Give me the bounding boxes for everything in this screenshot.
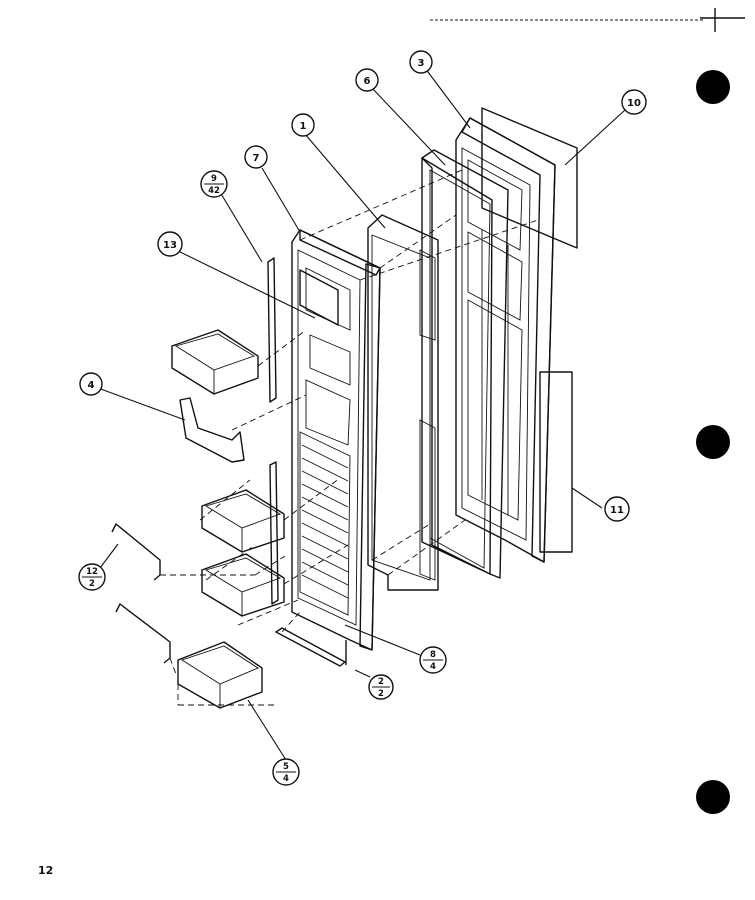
callout-1: 1 <box>291 113 315 137</box>
callout-10: 10 <box>621 89 647 115</box>
part-5-bin-2 <box>201 553 285 617</box>
svg-text:4: 4 <box>430 662 436 672</box>
assembly-dashed-lines <box>160 169 539 706</box>
part-5-bin-3 <box>177 641 263 709</box>
part-1-inner-liner <box>367 214 439 591</box>
callout-3: 3 <box>409 50 433 74</box>
svg-text:2: 2 <box>89 579 95 589</box>
callout-6: 6 <box>355 68 379 92</box>
svg-text:9: 9 <box>211 174 217 184</box>
callout-13: 13 <box>157 231 183 257</box>
svg-text:8: 8 <box>430 650 436 660</box>
punch-hole-top <box>696 70 730 104</box>
svg-text:12: 12 <box>86 567 98 577</box>
callout-12-2: 12 2 <box>78 563 106 591</box>
svg-text:6: 6 <box>364 76 371 87</box>
scan-edge-marks <box>430 8 745 32</box>
shelf-rack-lines <box>301 444 349 599</box>
part-9-trim-strip <box>267 257 279 605</box>
part-10-panel <box>481 107 578 249</box>
callout-9-42: 9 42 <box>200 170 228 198</box>
part-4-bin-upper <box>171 329 259 395</box>
svg-text:3: 3 <box>418 58 425 69</box>
part-12-retainer-rail-2 <box>115 603 171 664</box>
leader-lines <box>97 67 626 761</box>
callout-8-4: 8 4 <box>419 646 447 674</box>
part-5-bin-1 <box>201 489 285 553</box>
callout-4: 4 <box>79 372 103 396</box>
svg-text:13: 13 <box>163 240 177 251</box>
callout-11: 11 <box>604 496 630 522</box>
part-7-inner-door-panel <box>291 229 381 651</box>
callout-7: 7 <box>244 145 268 169</box>
svg-text:10: 10 <box>627 98 641 109</box>
callout-5-4: 5 4 <box>272 758 300 786</box>
part-2-hinge-strip <box>275 627 346 667</box>
svg-text:5: 5 <box>283 762 289 772</box>
part-11-panel <box>539 371 573 553</box>
svg-text:1: 1 <box>300 121 307 132</box>
part-4-bin-guard <box>179 397 245 463</box>
svg-text:4: 4 <box>88 380 95 391</box>
svg-text:2: 2 <box>378 677 384 687</box>
svg-text:42: 42 <box>208 186 220 196</box>
svg-text:11: 11 <box>610 505 624 516</box>
part-12-retainer-rail-1 <box>111 523 161 581</box>
page-number: 12 <box>38 864 54 877</box>
punch-hole-middle <box>696 425 730 459</box>
callout-2-2: 2 2 <box>368 674 394 700</box>
part-3-outer-door <box>455 117 556 563</box>
svg-text:2: 2 <box>378 689 384 699</box>
svg-text:4: 4 <box>283 774 289 784</box>
svg-text:7: 7 <box>253 153 260 164</box>
part-13-dispenser-frame <box>299 269 339 326</box>
punch-hole-bottom <box>696 780 730 814</box>
